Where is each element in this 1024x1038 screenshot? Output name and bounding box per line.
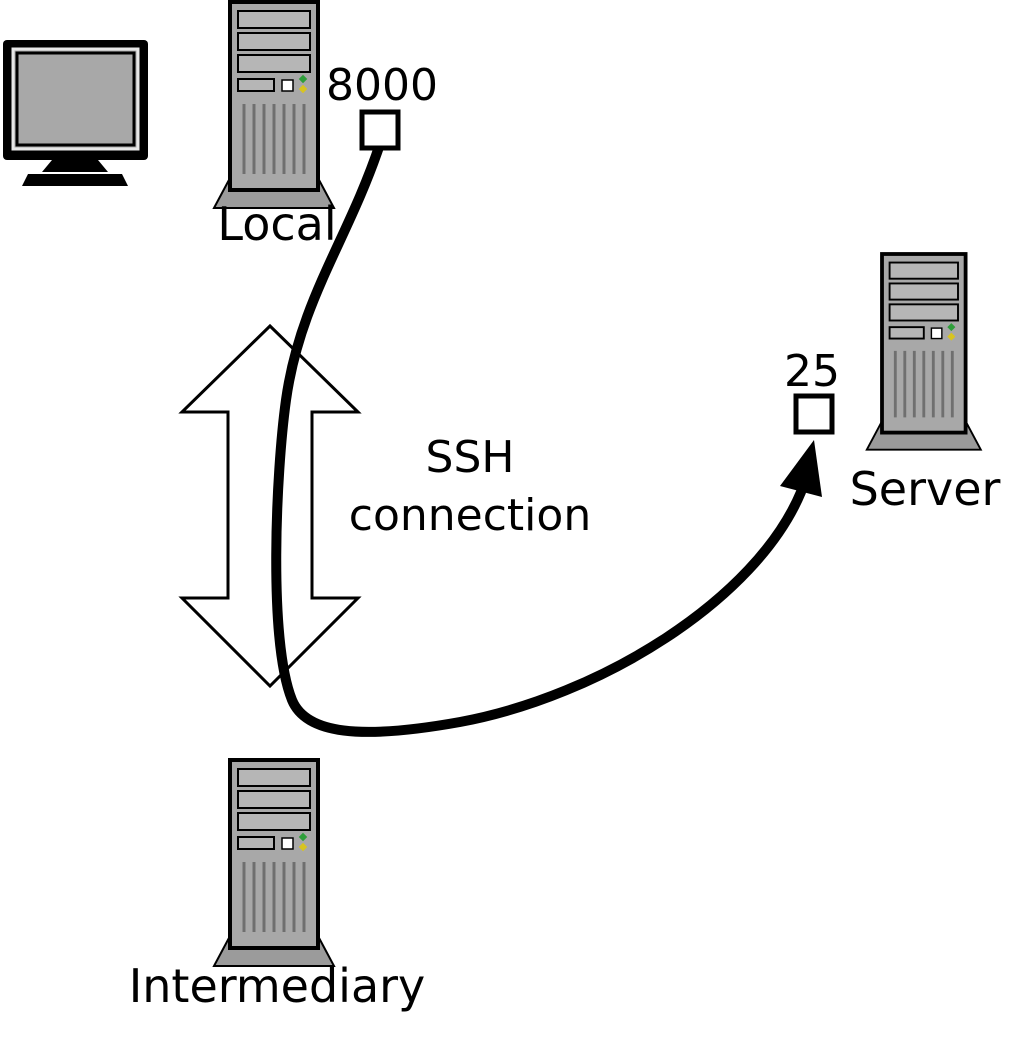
- ssh-connection-label: SSH connection: [349, 432, 591, 541]
- monitor-icon: [3, 40, 148, 186]
- server-label: Server: [850, 462, 1001, 516]
- port-8000-box: [359, 109, 401, 151]
- intermediary-label: Intermediary: [129, 959, 426, 1013]
- ssh-connection-line1: SSH: [426, 432, 515, 483]
- tunnel-cable: [271, 139, 822, 737]
- local-label: Local: [217, 197, 336, 251]
- port-25-box: [793, 393, 835, 435]
- ssh-connection-line2: connection: [349, 490, 591, 541]
- ssh-double-arrow: [178, 323, 362, 689]
- local-tower-icon: [212, 0, 336, 210]
- intermediary-tower-icon: [212, 758, 336, 968]
- cable-arrowhead-icon: [780, 440, 822, 497]
- port-25-label: 25: [784, 346, 840, 397]
- server-tower-icon: [864, 252, 983, 452]
- port-8000-label: 8000: [326, 60, 438, 111]
